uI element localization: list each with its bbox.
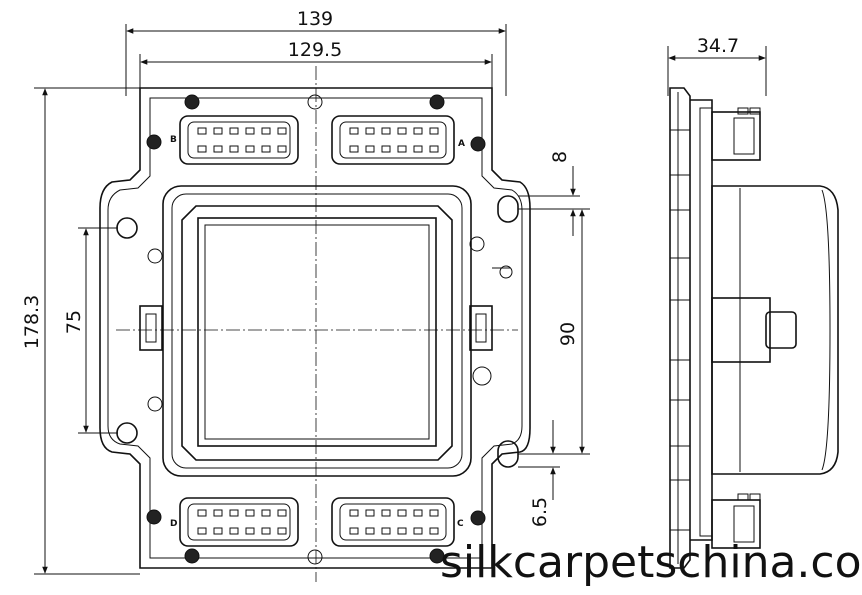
- display-screen: [197, 217, 437, 447]
- screw-top-right: [429, 94, 445, 110]
- pin-top: [307, 94, 323, 110]
- screw-bottom-left: [184, 548, 200, 564]
- dim-overall-height: 178.3: [21, 295, 43, 349]
- screw-upper-right: [470, 136, 486, 152]
- display-frame: [181, 205, 453, 461]
- mount-hole-left-bottom: [116, 422, 138, 444]
- side-rear-body: [690, 99, 713, 541]
- mount-hole-left-top: [116, 217, 138, 239]
- housing-outline: [99, 87, 531, 569]
- screw-lower-right: [470, 510, 486, 526]
- dim-inner-width: 129.5: [288, 39, 342, 61]
- connector-d: D: [170, 497, 299, 547]
- side-plate-ribs: [670, 129, 690, 531]
- screw-top-left: [184, 94, 200, 110]
- display-bezel-mid: [171, 193, 463, 469]
- screw-bottom-right: [429, 548, 445, 564]
- connector-b: B: [170, 115, 299, 165]
- connector-a-label: A: [458, 139, 465, 149]
- front-view: B A D: [99, 66, 531, 582]
- dim-bottom-offset: 6.5: [529, 497, 551, 527]
- connector-a: A: [331, 115, 465, 165]
- side-connector-bottom: [711, 493, 761, 549]
- latch-left: [139, 305, 163, 351]
- connector-c: C: [331, 497, 464, 547]
- side-view: 34.7: [667, 35, 839, 569]
- dim-overall-width: 139: [297, 8, 333, 30]
- pin-right-bottom: [472, 366, 492, 386]
- connector-d-label: D: [170, 519, 177, 529]
- stud-right-head: [499, 265, 513, 279]
- dim-left-hole-spacing: 75: [63, 310, 85, 334]
- dim-top-offset: 8: [549, 151, 571, 163]
- display-screen-inner: [204, 224, 430, 440]
- display-bezel-outer: [162, 185, 472, 477]
- side-latch-middle: [711, 297, 797, 363]
- connector-b-label: B: [170, 135, 177, 145]
- connector-c-label: C: [457, 519, 464, 529]
- pin-left-top: [147, 248, 163, 264]
- latch-right-inner: [475, 313, 487, 343]
- latch-left-inner: [145, 313, 157, 343]
- mount-hole-right-top: [497, 195, 519, 223]
- front-dimensions: 139 129.5 178.3 75 90 8 6.5: [21, 8, 590, 575]
- dim-right-hole-spacing: 90: [557, 322, 579, 346]
- latch-right: [469, 305, 493, 351]
- side-front-plate: [669, 87, 691, 569]
- screw-upper-left: [146, 134, 162, 150]
- pin-bottom: [307, 549, 323, 565]
- pin-right-top: [469, 236, 485, 252]
- dim-depth: 34.7: [697, 35, 739, 57]
- side-housing: [711, 185, 839, 475]
- watermark: silkcarpetschina.co: [440, 537, 862, 588]
- side-connector-top: [711, 107, 761, 161]
- pin-left-bottom: [147, 396, 163, 412]
- screw-lower-left: [146, 509, 162, 525]
- housing-inner-outline: [107, 97, 523, 559]
